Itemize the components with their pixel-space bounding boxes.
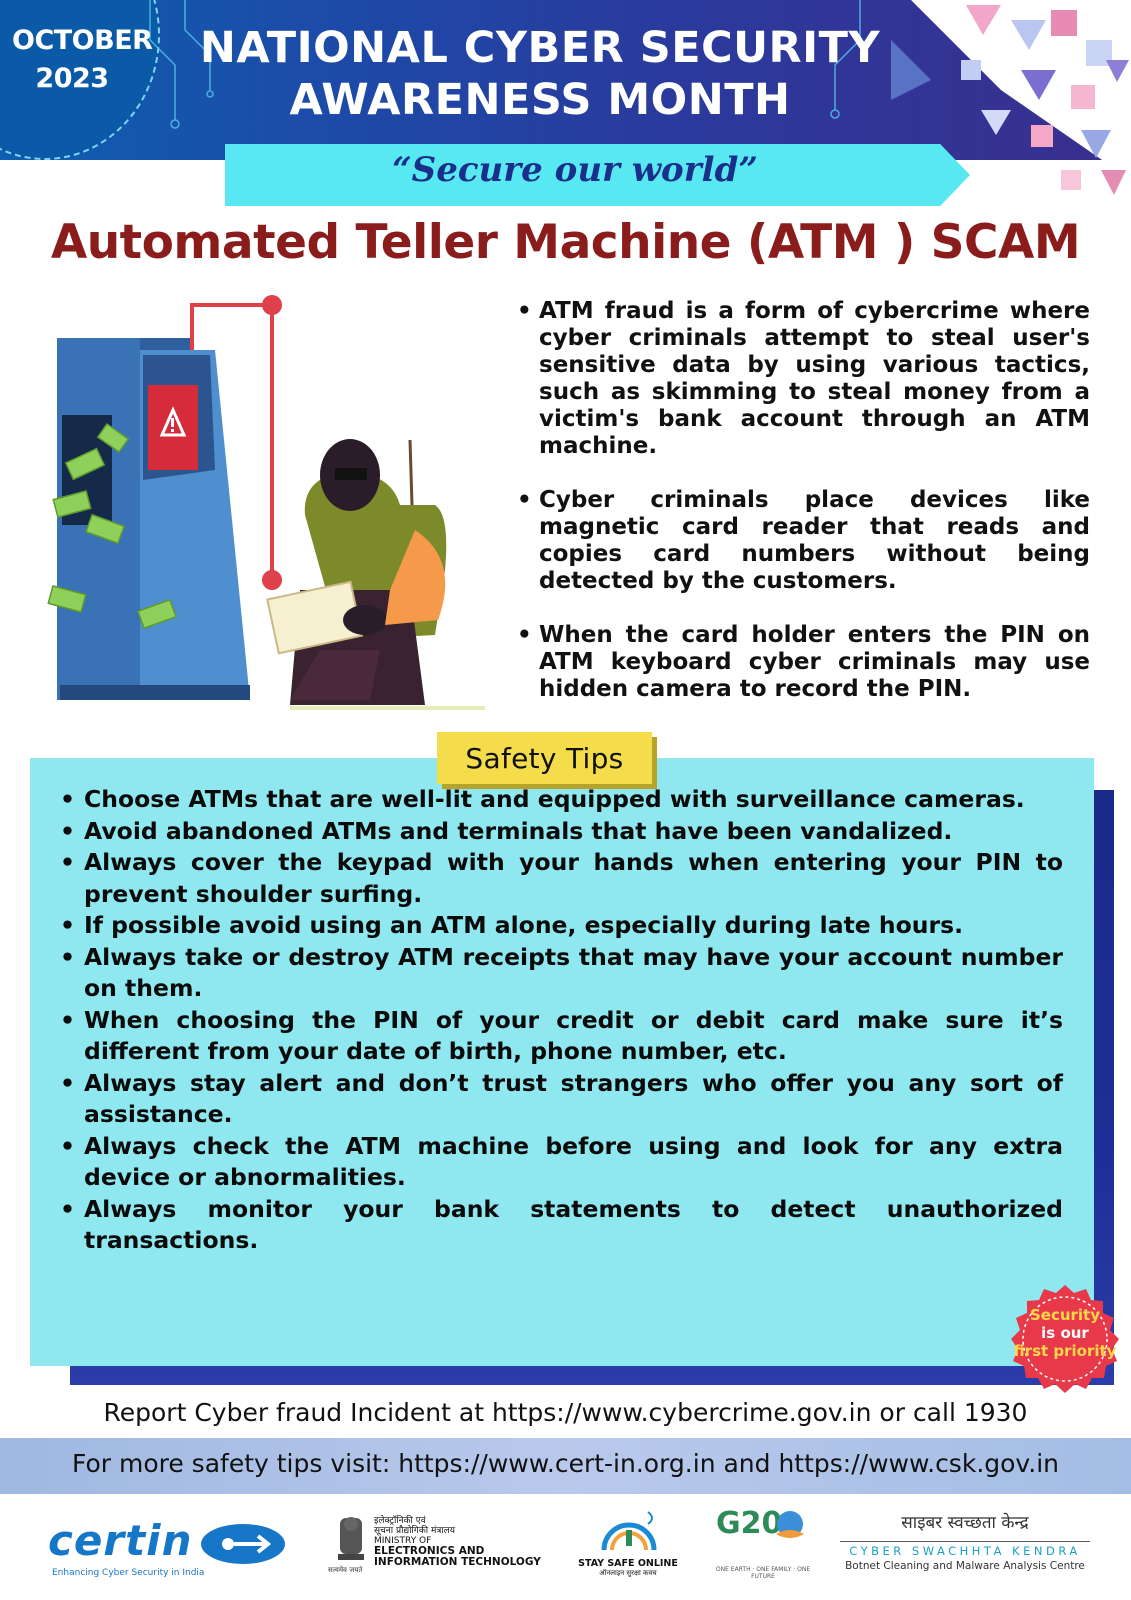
- g20-tagline: ONE EARTH · ONE FAMILY · ONE FUTURE: [715, 1566, 811, 1580]
- title-line-1: NATIONAL CYBER SECURITY: [199, 23, 881, 73]
- stay-safe-online-logo: STAY SAFE ONLINE ऑनलाइन सुरक्षा कवच: [578, 1506, 678, 1592]
- list-item: Always monitor your bank statements to d…: [58, 1194, 1063, 1257]
- emblem-motto: सत्यमेव जयते: [328, 1566, 363, 1574]
- g20-wordmark: G20: [716, 1506, 783, 1541]
- certin-swoosh-icon: [201, 1524, 285, 1564]
- certin-tagline: Enhancing Cyber Security in India: [52, 1568, 205, 1578]
- atm-machine-icon: [57, 338, 250, 700]
- tips-title-label: Safety Tips: [437, 732, 652, 784]
- hacker-icon: [266, 439, 447, 705]
- list-item: When the card holder enters the PIN on A…: [515, 622, 1090, 703]
- seal-text: Security is our first priority: [1010, 1306, 1120, 1360]
- list-item: Always check the ATM machine before usin…: [58, 1131, 1063, 1194]
- meity-en-3: INFORMATION TECHNOLOGY: [374, 1556, 541, 1568]
- g20-logo: G20 ONE EARTH · ONE FAMILY · ONE FUTURE: [708, 1504, 818, 1596]
- triangle-pattern-decoration: [891, 0, 1131, 195]
- meity-hindi-2: सूचना प्रौद्योगिकी मंत्रालय: [374, 1526, 455, 1536]
- title-line-2: AWARENESS MONTH: [289, 75, 791, 125]
- certin-logo: certin Enhancing Cyber Security in India: [48, 1516, 288, 1586]
- scam-heading: Automated Teller Machine (ATM ) SCAM: [50, 215, 1081, 270]
- tips-title: Safety Tips: [465, 741, 624, 775]
- csk-name: CYBER SWACHHTA KENDRA: [840, 1541, 1090, 1558]
- list-item: When choosing the PIN of your credit or …: [58, 1005, 1063, 1068]
- page-title: NATIONAL CYBER SECURITY AWARENESS MONTH: [150, 22, 930, 126]
- stay-safe-online-label: STAY SAFE ONLINE ऑनलाइन सुरक्षा कवच: [578, 1558, 678, 1578]
- report-incident-text: Report Cyber fraud Incident at https://w…: [103, 1398, 1028, 1427]
- meity-en-2: ELECTRONICS AND: [374, 1545, 485, 1557]
- csk-hindi: साइबर स्वच्छता केन्द्र: [901, 1513, 1029, 1533]
- meity-text: इलेक्ट्रॉनिकी एवं सूचना प्रौद्योगिकी मंत…: [374, 1516, 541, 1568]
- sso-label-hindi: ऑनलाइन सुरक्षा कवच: [599, 1569, 657, 1577]
- safety-tips-list: Choose ATMs that are well-lit and equipp…: [58, 784, 1063, 1257]
- list-item: Always take or destroy ATM receipts that…: [58, 942, 1063, 1005]
- date-month: OCTOBER: [12, 25, 153, 56]
- visit-bar: [0, 1438, 1131, 1494]
- list-item: Always cover the keypad with your hands …: [58, 847, 1063, 910]
- seal-line-2: is our: [1041, 1324, 1089, 1342]
- sso-label-en: STAY SAFE ONLINE: [578, 1558, 678, 1569]
- list-item: Always stay alert and don’t trust strang…: [58, 1068, 1063, 1131]
- lotus-globe-icon: [776, 1511, 804, 1538]
- national-emblem-icon: [338, 1517, 364, 1560]
- meity-hindi-1: इलेक्ट्रॉनिकी एवं: [374, 1516, 426, 1526]
- cable-icon: [190, 295, 282, 590]
- list-item: If possible avoid using an ATM alone, es…: [58, 910, 1063, 942]
- certin-wordmark: certin: [48, 1516, 193, 1565]
- atm-fraud-illustration: [47, 295, 485, 710]
- partner-logos: certin Enhancing Cyber Security in India…: [0, 1500, 1131, 1600]
- date-badge: OCTOBER 2023: [12, 22, 153, 98]
- csk-logo: साइबर स्वच्छता केन्द्र CYBER SWACHHTA KE…: [840, 1510, 1090, 1590]
- slogan-text: “Secure our world”: [392, 150, 758, 190]
- priority-seal-icon: [1011, 1285, 1119, 1393]
- seal-line-3: first priority: [1013, 1342, 1117, 1360]
- meity-logo: सत्यमेव जयते इलेक्ट्रॉनिकी एवं सूचना प्र…: [328, 1510, 542, 1590]
- seal-line-1: Security: [1029, 1306, 1101, 1324]
- slogan-ribbon: [225, 144, 970, 206]
- stay-safe-online-icon: [601, 1511, 657, 1551]
- banknote-icon: [47, 422, 178, 630]
- meity-en-1: MINISTRY OF: [374, 1536, 432, 1546]
- scam-description-list: ATM fraud is a form of cybercrime where …: [515, 298, 1090, 730]
- csk-subtitle: Botnet Cleaning and Malware Analysis Cen…: [845, 1560, 1085, 1572]
- list-item: ATM fraud is a form of cybercrime where …: [515, 298, 1090, 460]
- list-item: Cyber criminals place devices like magne…: [515, 487, 1090, 595]
- list-item: Choose ATMs that are well-lit and equipp…: [58, 784, 1063, 816]
- safety-tips-visit-text: For more safety tips visit: https://www.…: [71, 1449, 1060, 1478]
- list-item: Avoid abandoned ATMs and terminals that …: [58, 816, 1063, 848]
- date-year: 2023: [35, 63, 109, 94]
